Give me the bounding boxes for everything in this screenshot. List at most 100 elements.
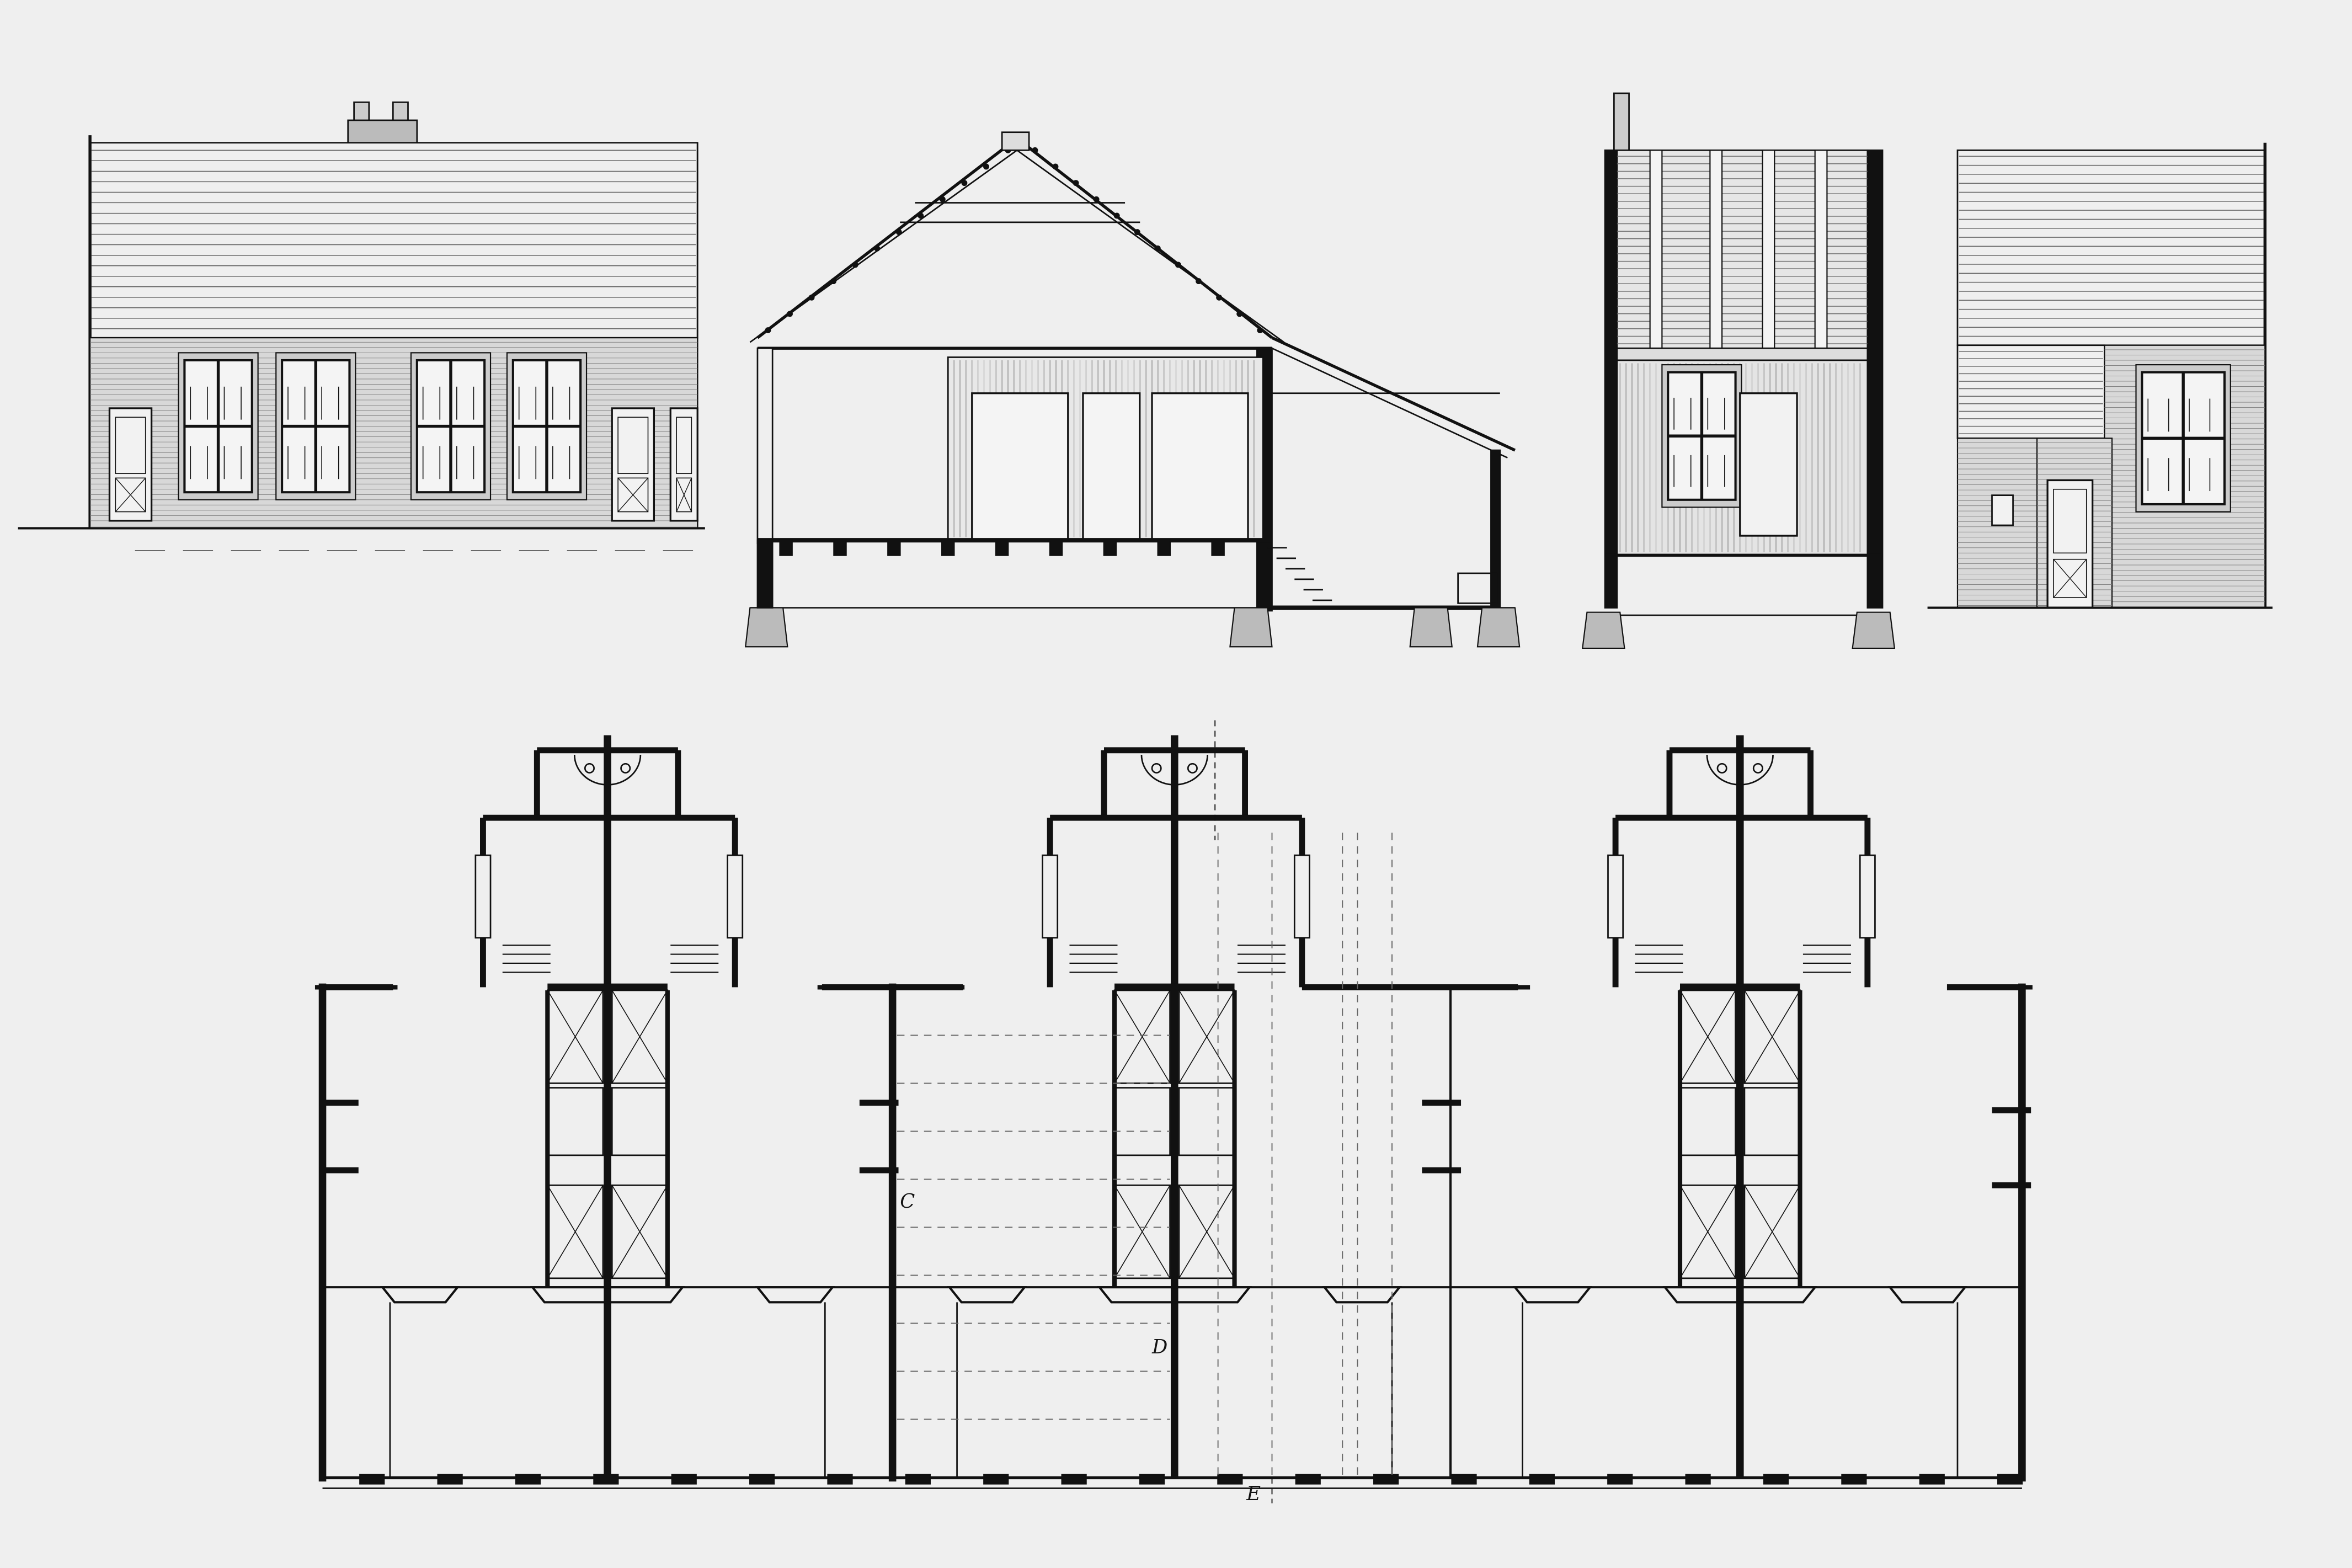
privy-seat: [584, 762, 595, 774]
fireplace: [1887, 1286, 1967, 1304]
closet-cross: [1178, 990, 1235, 1084]
beam: [1616, 347, 1869, 361]
cross-section: [744, 131, 1521, 648]
roof-peg: [1073, 180, 1079, 186]
rafter: [1709, 150, 1723, 354]
plan-unit-1: [314, 735, 900, 1478]
roof-peg: [918, 212, 924, 219]
plan-unit-3: [1447, 735, 2033, 1478]
joist: [779, 539, 793, 556]
joist: [1103, 539, 1117, 556]
door-panel: [2053, 558, 2087, 598]
window-opening: [1997, 1474, 2023, 1485]
closet-cross: [1114, 990, 1171, 1084]
lean-to-roof: [1956, 344, 2105, 439]
foundation: [756, 539, 774, 609]
window-opening: [905, 1474, 931, 1485]
roof-peg: [852, 262, 858, 268]
ground-plan: [314, 720, 2033, 1503]
joist: [1211, 539, 1225, 556]
rafter: [1649, 150, 1663, 354]
roof-peg: [1216, 294, 1223, 301]
chimney-stack: [347, 119, 418, 145]
door: [611, 407, 655, 522]
roof-peg: [939, 196, 946, 202]
fireplace: [1662, 1286, 1817, 1304]
bench: [1457, 572, 1498, 604]
door-panel: [617, 417, 649, 474]
roof-peg: [1175, 262, 1181, 268]
privy-seat: [620, 762, 631, 774]
roof-peg: [895, 229, 902, 236]
window-opening: [1607, 1474, 1633, 1485]
roof-peg: [808, 294, 815, 301]
joist: [833, 539, 847, 556]
door-panel: [617, 477, 649, 513]
closet-cross: [1744, 1185, 1801, 1279]
plan-unit-2: [882, 735, 1467, 1478]
window: [1293, 854, 1310, 939]
closet-cross: [611, 1185, 668, 1279]
roof-peg: [765, 327, 771, 334]
window: [727, 854, 744, 939]
door-pair: [971, 392, 1069, 541]
roof: [1956, 149, 2266, 346]
window-opening: [515, 1474, 541, 1485]
window-opening: [1373, 1474, 1399, 1485]
section-mark-d: D: [1151, 1336, 1167, 1358]
window: [1859, 854, 1876, 939]
closet-cross: [1679, 1185, 1736, 1279]
door: [669, 407, 698, 522]
roof-peg: [1236, 311, 1243, 317]
door-pair: [1151, 392, 1249, 541]
roof-peg: [961, 180, 968, 186]
wall: [1604, 149, 1618, 609]
footing: [1409, 607, 1453, 648]
door: [1739, 392, 1798, 537]
window-opening: [359, 1474, 385, 1485]
footing: [1476, 607, 1521, 648]
roof-peg: [983, 163, 989, 170]
fireplace: [1322, 1286, 1402, 1304]
roof-peg: [1093, 196, 1100, 202]
footing: [1229, 607, 1273, 648]
window-opening: [1841, 1474, 1867, 1485]
door-pair: [1082, 392, 1141, 541]
side-section: [1582, 92, 1896, 649]
window-opening: [1295, 1474, 1321, 1485]
closet-cross: [547, 990, 604, 1084]
door-cross: [617, 477, 649, 512]
privy-seat: [1716, 762, 1727, 774]
window-opening: [1919, 1474, 1945, 1485]
door: [2046, 479, 2094, 609]
side-elevation: [1927, 142, 2273, 609]
section-mark-c: C: [900, 1190, 915, 1213]
window: [474, 854, 492, 939]
section-mark-e: E: [1246, 1482, 1261, 1505]
window-opening: [983, 1474, 1009, 1485]
window-opening: [1685, 1474, 1711, 1485]
roof-peg: [787, 311, 793, 317]
roof-peg: [874, 245, 881, 252]
closet-cross: [1679, 990, 1736, 1084]
roof-peg: [830, 278, 837, 285]
fireplace: [755, 1286, 835, 1304]
privy-seat: [1752, 762, 1763, 774]
door-cross: [676, 478, 692, 512]
footing: [1852, 611, 1896, 649]
fireplace: [947, 1286, 1027, 1304]
window-opening: [1763, 1474, 1789, 1485]
joist: [941, 539, 955, 556]
door-panel: [676, 417, 692, 474]
closet-cross: [611, 990, 668, 1084]
roof-peg: [1257, 327, 1263, 334]
window-opening: [1061, 1474, 1087, 1485]
fireplace: [1512, 1286, 1593, 1304]
ridge-vent: [1001, 131, 1030, 151]
small-window: [1991, 494, 2014, 526]
door-cross: [2053, 559, 2087, 598]
front-elevation: [18, 101, 705, 551]
door-panel: [2053, 488, 2087, 554]
footing: [744, 607, 788, 648]
